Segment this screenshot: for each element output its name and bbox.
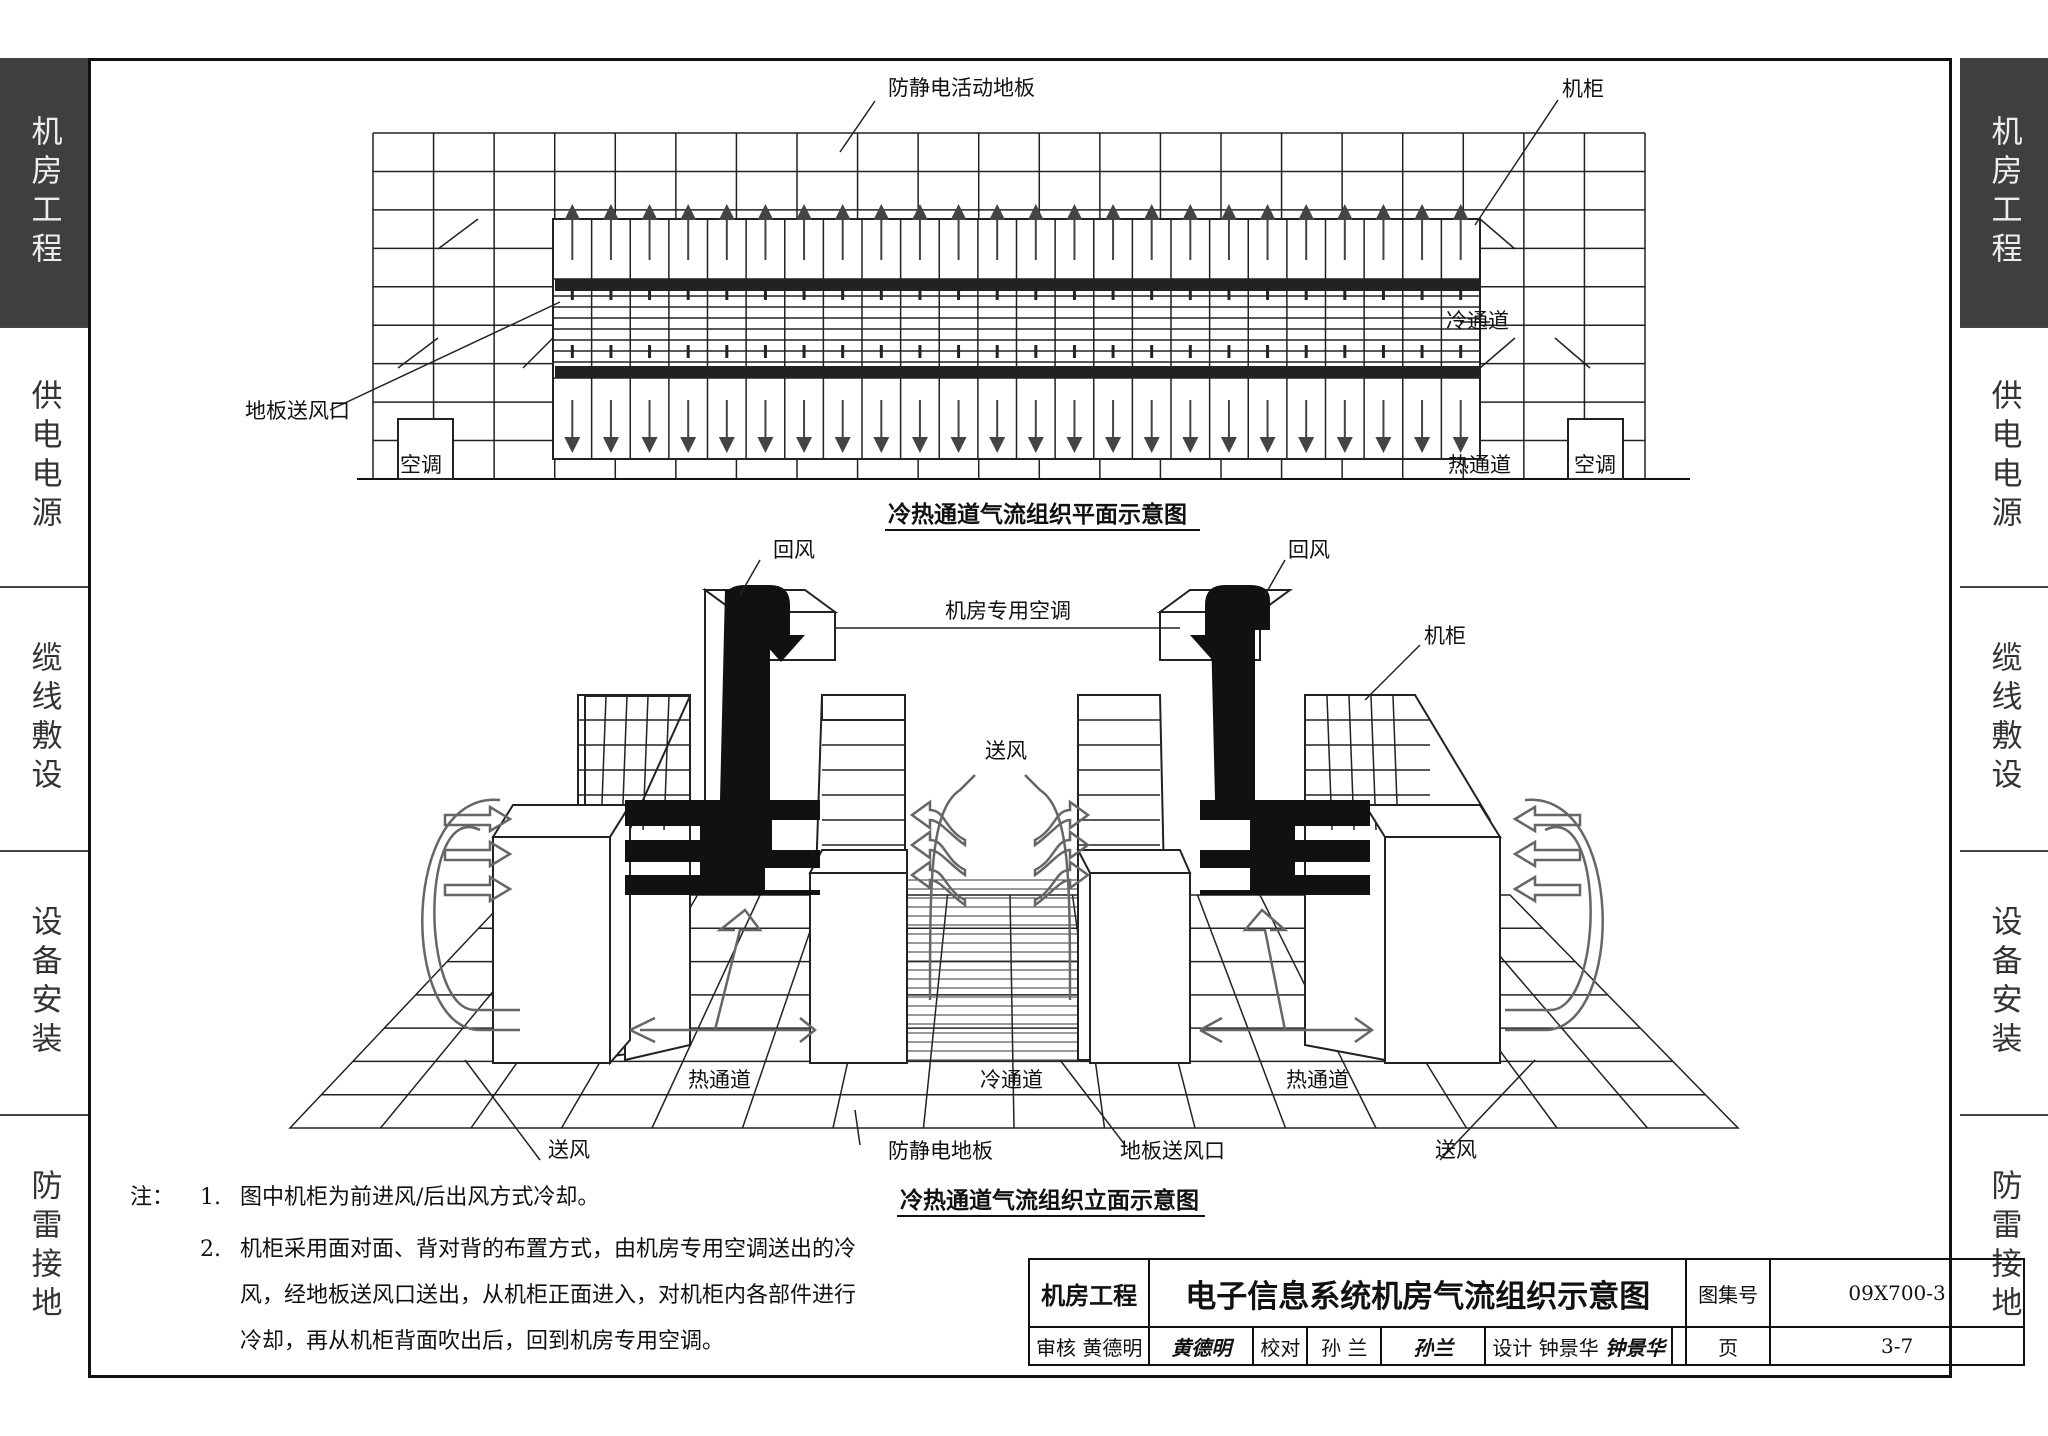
side-tab-label: 缆线敷设 [25, 641, 62, 797]
side-tab-label: 供电电源 [1985, 379, 2022, 535]
elevation-label-supply-right: 送风 [1435, 1138, 1477, 1162]
return-air-duct-right [1200, 590, 1370, 895]
note-1: 注： 1. 图中机柜为前进风/后出风方式冷却。 [130, 1175, 870, 1221]
plan-leader-lines [329, 99, 1559, 411]
drawing-frame [88, 58, 1952, 1378]
note-text: 机柜采用面对面、背对背的布置方式，由机房专用空调送出的冷风，经地板送风口送出，从… [240, 1237, 857, 1354]
plan-ac-unit-right [1567, 418, 1624, 480]
elevation-label-return-right: 回风 [1288, 538, 1330, 562]
check-label: 校对 [1252, 1326, 1309, 1366]
plan-cold-aisle-bands [555, 279, 1480, 378]
review-label: 审核 [1036, 1335, 1076, 1360]
side-tab-equipment-right[interactable]: 设备安装 [1960, 850, 2048, 1114]
side-tab-engineering-right[interactable]: 机房工程 [1960, 58, 2048, 326]
title-block-atlas-label: 图集号 [1685, 1258, 1772, 1328]
side-tab-lightning[interactable]: 防雷接地 [0, 1114, 88, 1378]
notes: 注： 1. 图中机柜为前进风/后出风方式冷却。 2. 机柜采用面对面、背对背的布… [130, 1175, 870, 1365]
side-tab-label: 机房工程 [1985, 115, 2022, 271]
reviewer-name: 黄德明 [1082, 1335, 1143, 1360]
side-tab-equipment[interactable]: 设备安装 [0, 850, 88, 1114]
plan-label-hot-aisle: 热通道 [1448, 453, 1511, 477]
side-tab-cabling[interactable]: 缆线敷设 [0, 586, 88, 850]
designer-name: 钟景华 [1538, 1335, 1599, 1360]
page-label: 页 [1685, 1326, 1772, 1366]
return-air-arrow-right [1190, 585, 1270, 662]
elevation-label-static-floor: 防静电地板 [888, 1139, 993, 1163]
elevation-cold-aisle-floor [907, 879, 1090, 1061]
elevation-label-supply-top: 送风 [985, 739, 1027, 763]
elevation-label-cold: 冷通道 [980, 1068, 1043, 1092]
elevation-label-crac: 机房专用空调 [945, 599, 1071, 623]
elevation-label-hot-right: 热通道 [1286, 1068, 1349, 1092]
elevation-title: 冷热通道气流组织立面示意图 [900, 1187, 1199, 1214]
side-tab-engineering[interactable]: 机房工程 [0, 58, 88, 326]
page-no: 3-7 [1769, 1326, 2026, 1366]
checker-name: 孙 兰 [1306, 1326, 1383, 1366]
note-number: 1. [200, 1185, 221, 1210]
side-tab-label: 设备安装 [25, 905, 62, 1061]
plan-label-ac-left: 空调 [400, 453, 442, 477]
notes-prefix: 注： [130, 1185, 175, 1210]
note-text: 图中机柜为前进风/后出风方式冷却。 [240, 1185, 600, 1210]
side-tab-label: 机房工程 [25, 115, 62, 271]
title-block: 机房工程 电子信息系统机房气流组织示意图 图集号 09X700-3 审核 黄德明… [1027, 1258, 2026, 1366]
plan-label-cabinet: 机柜 [1562, 77, 1604, 101]
side-tab-power[interactable]: 供电电源 [0, 326, 88, 586]
plan-ac-unit-left [397, 418, 454, 480]
elevation-label-floor-vent: 地板送风口 [1120, 1139, 1225, 1163]
plan-floor-grid [372, 132, 1646, 480]
title-block-drawing-title: 电子信息系统机房气流组织示意图 [1148, 1258, 1688, 1328]
designer-cell: 设计 钟景华 钟景华 [1484, 1326, 1674, 1366]
elevation-label-supply-left: 送风 [548, 1138, 590, 1162]
reviewer-signature: 黄德明 [1148, 1326, 1255, 1366]
plan-label-ac-right: 空调 [1574, 453, 1616, 477]
elevation-label-cabinet: 机柜 [1424, 624, 1466, 648]
elevation-label-hot-left: 热通道 [688, 1068, 751, 1092]
title-block-reviewer-cell: 审核 黄德明 [1027, 1326, 1151, 1366]
side-tab-label: 缆线敷设 [1985, 641, 2022, 797]
return-air-arrow-left [725, 585, 805, 662]
title-block-atlas-no: 09X700-3 [1769, 1258, 2026, 1328]
side-tab-power-right[interactable]: 供电电源 [1960, 326, 2048, 586]
side-tab-label: 供电电源 [25, 379, 62, 535]
design-label: 设计 [1492, 1335, 1533, 1360]
side-tab-label: 设备安装 [1985, 905, 2022, 1061]
note-2: 2. 机柜采用面对面、背对背的布置方式，由机房专用空调送出的冷风，经地板送风口送… [130, 1227, 870, 1365]
note-number: 2. [200, 1237, 221, 1262]
supply-air-arrows [421, 774, 1604, 1044]
elevation-leader-lines [464, 559, 1536, 1161]
side-tab-label: 防雷接地 [25, 1169, 62, 1325]
plan-label-floor: 防静电活动地板 [888, 76, 1035, 100]
elevation-label-return-left: 回风 [773, 538, 815, 562]
plan-title: 冷热通道气流组织平面示意图 [888, 501, 1187, 528]
cabinet-front-blocks [491, 801, 1502, 1066]
designer-signature: 钟景华 [1605, 1335, 1666, 1360]
plan-label-floor-vent: 地板送风口 [245, 399, 350, 423]
cabinet-row-inner-right-lines [1078, 719, 1160, 846]
checker-signature: 孙兰 [1380, 1326, 1487, 1366]
cabinet-row-inner-left-lines [822, 719, 905, 846]
side-tab-cabling-right[interactable]: 缆线敷设 [1960, 586, 2048, 850]
plan-label-cold-aisle: 冷通道 [1446, 309, 1509, 333]
title-block-category: 机房工程 [1027, 1258, 1151, 1328]
